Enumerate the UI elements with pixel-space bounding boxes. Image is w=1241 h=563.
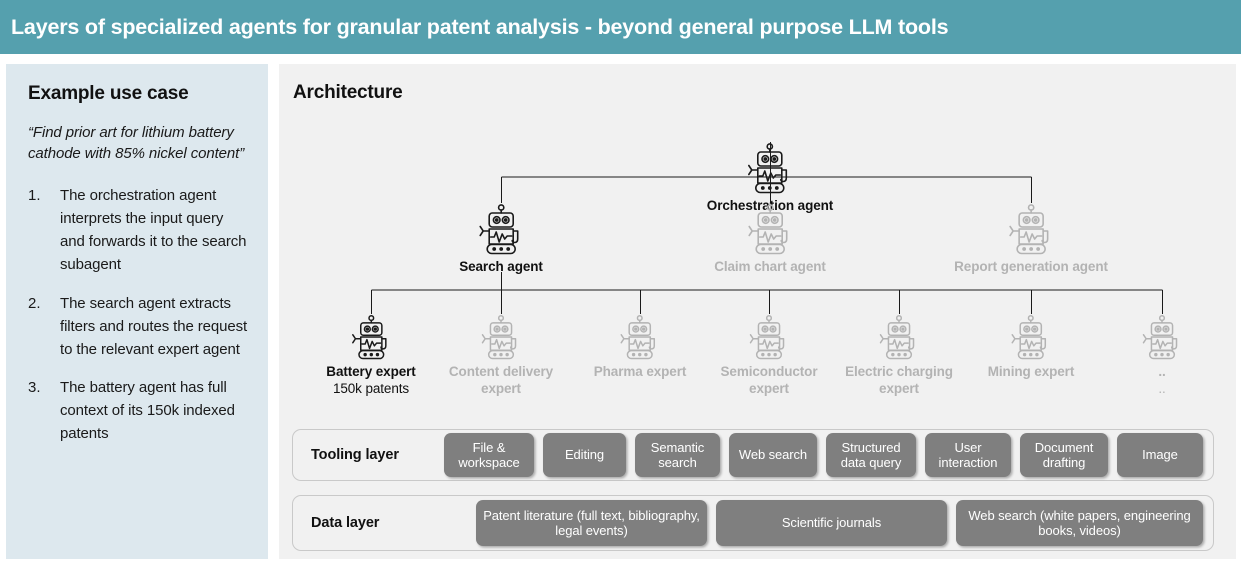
tool-chip-file-workspace[interactable]: File & workspace: [444, 433, 534, 477]
agent-sublabel: ..: [1158, 380, 1166, 396]
list-item: 3. The battery agent has full context of…: [28, 377, 248, 446]
robot-icon: [749, 315, 785, 360]
data-chip-web-search[interactable]: Web search (white papers, engineering bo…: [956, 500, 1203, 546]
agent-node-electric-charging-expert[interactable]: Electric charging expert: [839, 314, 959, 398]
robot-icon: [1142, 315, 1178, 360]
tool-chip-editing[interactable]: Editing: [543, 433, 626, 477]
data-chip-patent-literature[interactable]: Patent literature (full text, bibliograp…: [476, 500, 707, 546]
agent-sublabel: 150k patents: [332, 380, 410, 396]
tooling-layer-label: Tooling layer: [311, 447, 399, 463]
tool-chip-semantic-search[interactable]: Semantic search: [635, 433, 720, 477]
agent-node-pharma-expert[interactable]: Pharma expert: [593, 314, 687, 381]
robot-icon: [351, 315, 387, 360]
agent-node-content-delivery-expert[interactable]: Content delivery expert: [441, 314, 561, 398]
architecture-panel: Architecture: [279, 64, 1236, 559]
data-chip-group: Patent literature (full text, bibliograp…: [476, 500, 1203, 546]
header-banner: Layers of specialized agents for granula…: [0, 0, 1241, 54]
agent-label: Battery expert: [326, 364, 416, 379]
architecture-title: Architecture: [293, 82, 403, 103]
example-use-case-panel: Example use case “Find prior art for lit…: [6, 64, 268, 559]
tooling-layer-row: Tooling layer File & workspace Editing S…: [292, 429, 1214, 481]
tool-chip-web-search[interactable]: Web search: [729, 433, 817, 477]
list-item: 2. The search agent extracts filters and…: [28, 293, 248, 362]
agent-label: Pharma expert: [593, 364, 687, 379]
agent-node-semiconductor-expert[interactable]: Semiconductor expert: [709, 314, 829, 398]
agent-label: Claim chart agent: [714, 259, 826, 274]
agent-node-search[interactable]: Search agent: [459, 203, 543, 276]
agent-label: Report generation agent: [954, 259, 1108, 274]
step-number: 3.: [28, 379, 41, 397]
robot-icon: [620, 315, 656, 360]
agent-node-claim-chart[interactable]: Claim chart agent: [714, 203, 826, 276]
tool-chip-structured-data-query[interactable]: Structured data query: [826, 433, 916, 477]
agent-node-mining-expert[interactable]: Mining expert: [988, 314, 1074, 381]
page-title: Layers of specialized agents for granula…: [11, 14, 949, 39]
robot-icon: [748, 204, 788, 255]
robot-icon: [1011, 315, 1047, 360]
data-layer-label: Data layer: [311, 515, 380, 531]
robot-icon: [1009, 204, 1049, 255]
agent-label: ..: [1158, 364, 1166, 379]
tool-chip-document-drafting[interactable]: Document drafting: [1020, 433, 1108, 477]
robot-icon: [479, 204, 519, 255]
agent-node-report-generation[interactable]: Report generation agent: [954, 203, 1108, 276]
agent-label: Electric charging expert: [845, 364, 953, 396]
agent-node-more[interactable]: .. ..: [1140, 314, 1184, 398]
step-number: 2.: [28, 294, 41, 312]
use-case-quote: “Find prior art for lithium battery cath…: [28, 124, 245, 163]
step-number: 1.: [28, 186, 41, 204]
agent-label: Content delivery expert: [448, 364, 554, 396]
data-chip-scientific-journals[interactable]: Scientific journals: [716, 500, 947, 546]
step-text: The orchestration agent interprets the i…: [60, 186, 247, 273]
sidebar-title: Example use case: [28, 83, 189, 104]
step-text: The battery agent has full context of it…: [60, 379, 235, 443]
robot-icon: [748, 143, 788, 194]
robot-icon: [879, 315, 915, 360]
tool-chip-user-interaction[interactable]: User interaction: [925, 433, 1011, 477]
tool-chip-image[interactable]: Image: [1117, 433, 1203, 477]
agent-label: Mining expert: [987, 364, 1075, 379]
robot-icon: [481, 315, 517, 360]
agent-label: Semiconductor expert: [720, 364, 818, 396]
agent-node-battery-expert[interactable]: Battery expert 150k patents: [326, 314, 416, 398]
agent-label: Search agent: [459, 259, 543, 274]
tooling-chip-group: File & workspace Editing Semantic search…: [444, 433, 1203, 477]
list-item: 1. The orchestration agent interprets th…: [28, 185, 248, 277]
data-layer-row: Data layer Patent literature (full text,…: [292, 495, 1214, 551]
steps-list: 1. The orchestration agent interprets th…: [28, 185, 248, 446]
step-text: The search agent extracts filters and ro…: [60, 294, 248, 358]
